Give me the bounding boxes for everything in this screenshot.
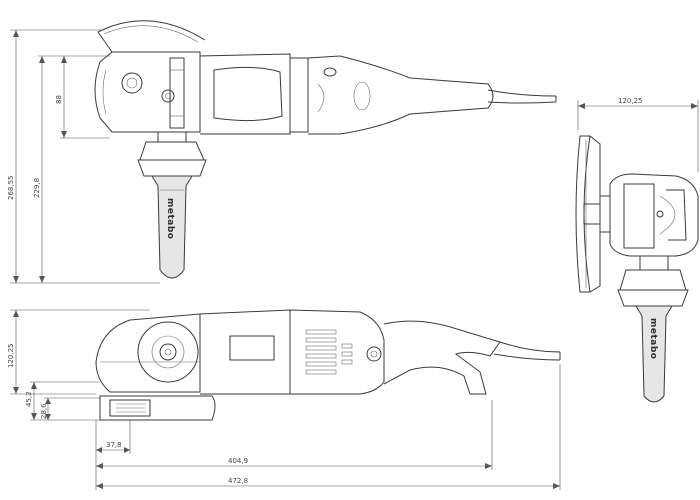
- front-view-dimensions: 120,25: [577, 97, 699, 172]
- front-view: metabo: [575, 135, 699, 403]
- dim-side-overall-length: 472,8: [228, 477, 248, 485]
- dim-side-height: 120,25: [7, 344, 15, 369]
- dim-top-overall: 268,55: [7, 176, 15, 201]
- dim-side-spindle-offset: 37,8: [106, 441, 122, 449]
- top-handle-brand: metabo: [165, 198, 175, 239]
- dim-side-spindle-height: 28,6: [40, 403, 48, 419]
- top-view-dimensions: 268,55 229,8 88: [7, 29, 160, 284]
- front-handle-brand: metabo: [648, 318, 658, 359]
- dim-side-body-length: 404,9: [228, 457, 248, 465]
- top-view: metabo: [94, 20, 557, 279]
- dim-front-width: 120,25: [618, 97, 643, 105]
- vent-slots: [305, 329, 353, 375]
- side-view: [95, 309, 561, 421]
- dim-side-guard-height: 45,2: [25, 391, 33, 407]
- dim-top-head: 88: [55, 95, 63, 104]
- dim-top-handle: 229,8: [33, 178, 41, 198]
- side-view-dimensions: 120,25 45,2 28,6 37,8 404,9 47: [7, 309, 561, 490]
